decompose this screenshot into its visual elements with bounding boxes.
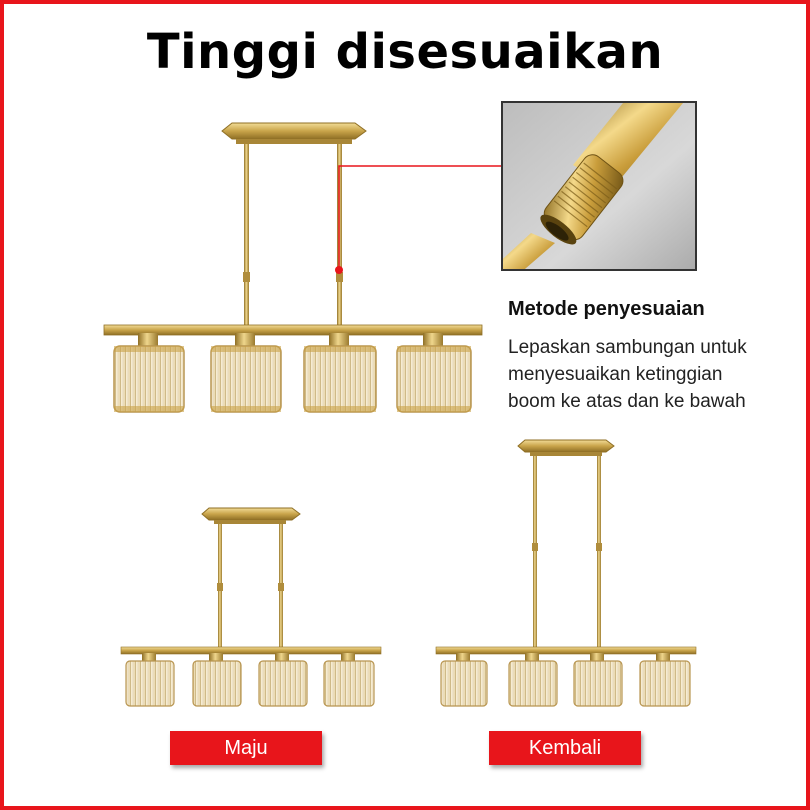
tall-chandelier	[435, 439, 697, 707]
method-line: boom ke atas dan ke bawah	[508, 391, 746, 412]
large-chandelier	[103, 122, 483, 413]
method-heading: Metode penyesuaian	[508, 298, 705, 320]
method-description: Lepaskan sambungan untuk menyesuaikan ke…	[508, 334, 747, 415]
method-line: menyesuaikan ketinggian	[508, 364, 723, 385]
label-back: Kembali	[489, 731, 641, 765]
label-forward: Maju	[170, 731, 322, 765]
short-chandelier	[120, 507, 382, 707]
zoom-detail-joint	[501, 101, 697, 271]
page-title: Tinggi disesuaikan	[146, 24, 664, 80]
method-line: Lepaskan sambungan untuk	[508, 337, 747, 358]
callout-line	[335, 165, 501, 274]
